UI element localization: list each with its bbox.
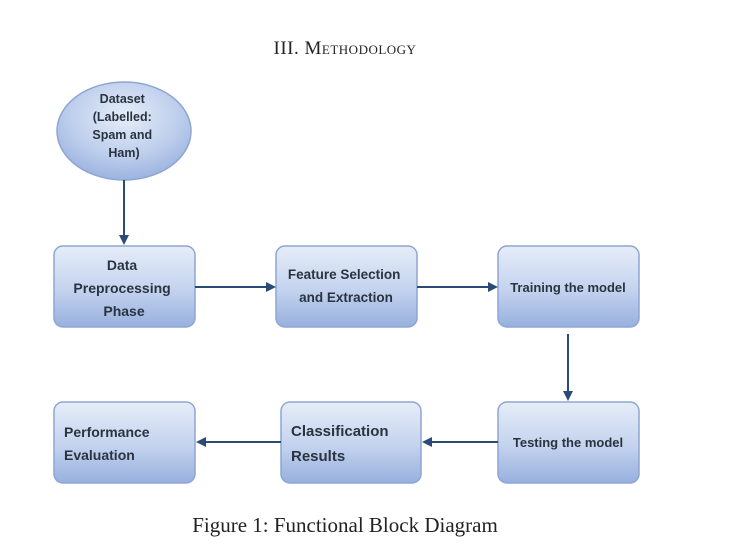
node-performance-evaluation: Performance Evaluation	[53, 401, 196, 484]
preprocessing-label-line-2: Preprocessing	[73, 280, 170, 296]
figure-caption: Figure 1: Functional Block Diagram	[192, 513, 498, 537]
node-classification-results: Classification Results	[280, 401, 422, 484]
svg-text:Data Preprocessing: Data Preprocessing Phase	[73, 257, 174, 319]
performance-label-line-1: Performance	[64, 424, 150, 440]
node-feature-selection: Feature Selection and Extraction	[275, 245, 418, 328]
svg-text:Performance Evaluation: Performance Evaluation	[64, 424, 153, 463]
section-heading: III. Methodology	[273, 38, 417, 59]
feature-label-line-1: Feature Selection	[288, 267, 401, 282]
preprocessing-label-line-3: Phase	[103, 303, 144, 319]
node-data-preprocessing: Data Preprocessing Phase	[53, 245, 196, 328]
preprocessing-label-line-1: Data	[107, 257, 138, 273]
svg-text:Testing the model: Testing the model	[513, 435, 623, 450]
svg-text:Classification Results: Classification Results	[291, 423, 393, 465]
node-dataset: Dataset (Labelled: Spam and Ham)	[56, 81, 192, 181]
classification-label-line-2: Results	[291, 448, 345, 465]
dataset-label-line-2: (Labelled:	[93, 110, 152, 124]
svg-text:Dataset (Labelled:: Dataset (Labelled: Spam and Ham)	[92, 92, 155, 160]
classification-label-line-1: Classification	[291, 423, 389, 440]
performance-label-line-2: Evaluation	[64, 447, 135, 463]
dataset-label-line-3: Spam and	[92, 128, 152, 142]
dataset-label-line-1: Dataset	[100, 92, 146, 106]
node-training: Training the model	[497, 245, 640, 328]
node-testing: Testing the model	[497, 401, 640, 484]
dataset-label-line-4: Ham)	[108, 146, 139, 160]
svg-text:Feature Selection and Ex: Feature Selection and Extraction	[288, 267, 404, 305]
testing-label: Testing the model	[513, 435, 623, 450]
svg-text:Training the model: Training the model	[510, 280, 626, 295]
feature-label-line-2: and Extraction	[299, 290, 393, 305]
training-label: Training the model	[510, 280, 626, 295]
